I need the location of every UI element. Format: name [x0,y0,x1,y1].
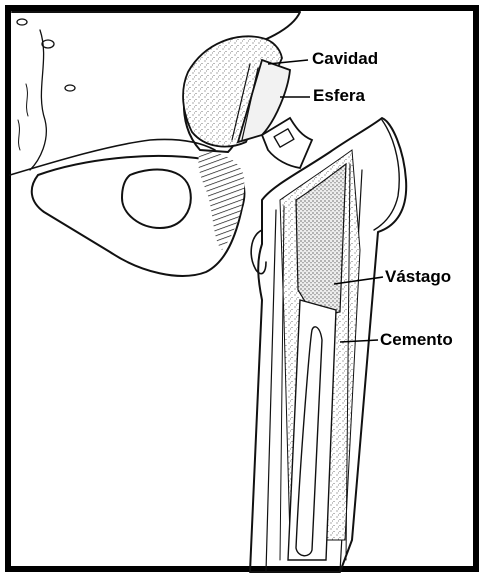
label-esfera: Esfera [313,86,366,105]
label-vastago: Vástago [385,267,451,286]
label-cavidad: Cavidad [312,49,378,68]
label-cemento: Cemento [380,330,453,349]
